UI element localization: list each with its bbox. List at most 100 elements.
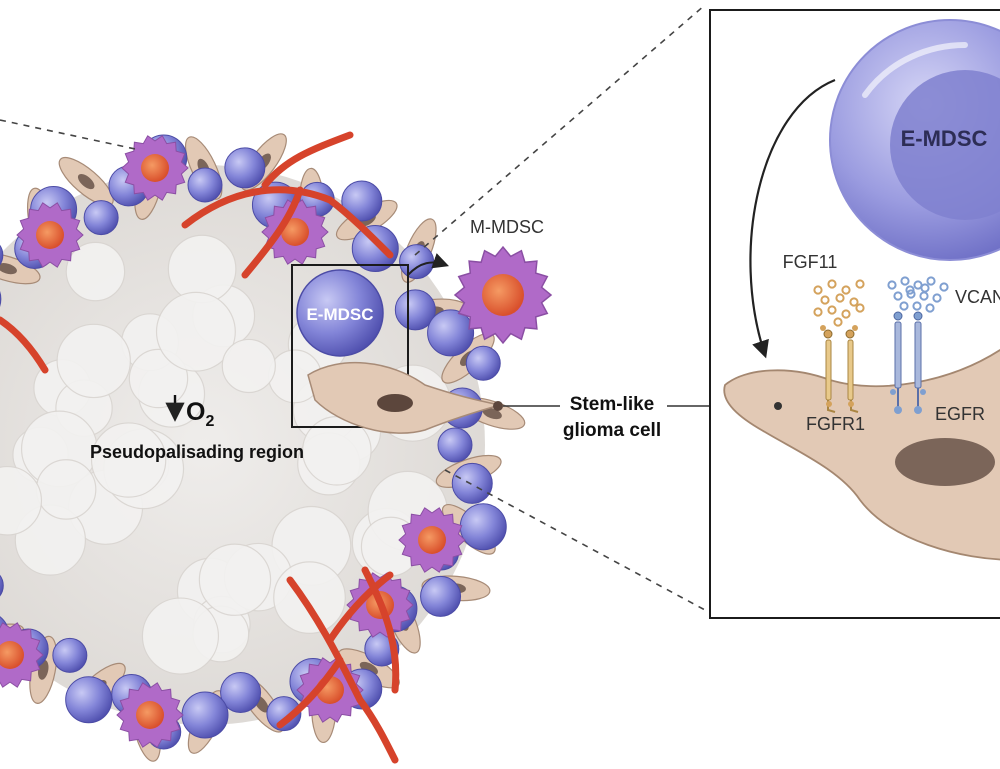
macrophage-cells — [0, 135, 466, 748]
vcan-dot — [912, 301, 922, 311]
glioma-nucleus — [0, 263, 17, 275]
blue-cell — [52, 637, 88, 673]
blue-cell — [459, 503, 507, 551]
fgf11-dot — [841, 309, 851, 319]
fgf11-dot — [833, 317, 843, 327]
vcan-dot — [925, 303, 935, 313]
highlight-box — [291, 264, 409, 428]
emdsc-large-label: E-MDSC — [901, 126, 988, 151]
vessel-left — [0, 316, 49, 374]
vcan-dot — [887, 280, 897, 290]
blue-cell — [399, 244, 435, 280]
fgf11-dot — [849, 297, 859, 307]
tumor-blob — [35, 459, 97, 520]
emdsc-cell-large: E-MDSC — [829, 19, 1000, 261]
blue-cell — [394, 289, 436, 331]
blue-cell — [437, 427, 473, 463]
tumor-blob — [198, 543, 272, 616]
fgf11-dot — [827, 305, 837, 315]
vcan-dot — [893, 291, 903, 301]
zoom-inset: E-MDSC FGF11 VCAN — [709, 9, 1000, 619]
glioma-cell-large — [723, 349, 1000, 561]
fgf11-dot — [813, 307, 823, 317]
fgf11-ligands — [813, 279, 865, 327]
glioma-nucleus — [77, 173, 95, 190]
egfr-label: EGFR — [935, 404, 985, 424]
macrophage-nucleus — [136, 701, 164, 729]
vcan-dot — [906, 289, 916, 299]
tumor-blob — [141, 597, 220, 675]
macrophage-nucleus — [141, 154, 169, 182]
vcan-dot — [900, 276, 910, 286]
tumor-blob — [90, 422, 167, 498]
mmdsc-label: M-MDSC — [470, 217, 544, 237]
blue-cell — [65, 676, 113, 724]
mmdsc-cell: M-MDSC — [453, 217, 553, 345]
callout-line-top — [414, 4, 706, 256]
blue-cell — [427, 309, 475, 357]
blue-cell — [451, 462, 493, 504]
region-label: Pseudopalisading region — [90, 442, 304, 462]
hypoxia-indicator: O2 — [165, 395, 214, 430]
tumor-blobs — [0, 234, 452, 675]
blood-vessels — [0, 131, 400, 764]
glioma-nucleus — [359, 661, 378, 675]
blue-cell — [187, 167, 223, 203]
vessel-bottom — [276, 571, 399, 764]
glioma-cell — [0, 252, 41, 285]
macrophage-nucleus — [0, 641, 24, 669]
fgfr1-label: FGFR1 — [806, 414, 865, 434]
vcan-dot — [926, 276, 936, 286]
vcan-dot — [920, 283, 930, 293]
o2-label: O2 — [186, 398, 214, 430]
egfr-receptor — [890, 311, 926, 414]
blue-cell — [465, 345, 501, 381]
blue-cell — [220, 671, 262, 713]
vcan-dot — [905, 285, 915, 295]
tumor-blob — [65, 241, 126, 302]
arrow-to-mmdsc — [407, 253, 450, 276]
callout-line-topleft — [0, 119, 141, 151]
vcan-dot — [932, 293, 942, 303]
tumor-blob — [155, 291, 236, 372]
emdsc-small-label: E-MDSC — [306, 305, 373, 324]
callout-lines — [0, 4, 706, 611]
fgfr1-receptor — [820, 325, 859, 413]
blue-cell — [0, 244, 4, 266]
vcan-dot — [939, 282, 949, 292]
fgf11-dot — [835, 293, 845, 303]
vcan-label: VCAN — [955, 287, 1000, 307]
tumor-blob — [0, 465, 43, 536]
blue-cell — [266, 696, 302, 732]
fgf11-dot — [820, 295, 830, 305]
blue-cell — [181, 691, 229, 739]
tumor-blob — [273, 561, 346, 635]
macrophage-nucleus — [36, 221, 64, 249]
callout-line-bottom — [444, 469, 706, 611]
blue-cell — [351, 225, 399, 273]
vessel-top — [181, 131, 394, 279]
fgf11-dot — [855, 303, 865, 313]
fgf11-label: FGF11 — [783, 252, 838, 272]
blue-cell — [0, 574, 4, 597]
blue-cell — [224, 147, 266, 189]
vcan-ligands — [887, 276, 949, 313]
blue-cell — [420, 575, 462, 617]
vessel-bottom-right — [361, 566, 400, 694]
macrophage-nucleus — [281, 218, 309, 246]
fgf11-dot — [841, 285, 851, 295]
tumor-blob — [221, 338, 276, 394]
emdsc-cell-small: E-MDSC — [296, 269, 384, 357]
vcan-dot — [899, 301, 909, 311]
blue-cell — [0, 291, 2, 307]
fgf11-dot — [855, 279, 865, 289]
signal-arrow — [749, 78, 836, 359]
blue-cell — [83, 200, 119, 236]
macrophage-nucleus — [418, 526, 446, 554]
tumor-blob — [56, 323, 131, 399]
stem-like-glioma-cell-small — [307, 361, 503, 434]
fgf11-dot — [813, 285, 823, 295]
glioma-cell — [58, 156, 114, 207]
